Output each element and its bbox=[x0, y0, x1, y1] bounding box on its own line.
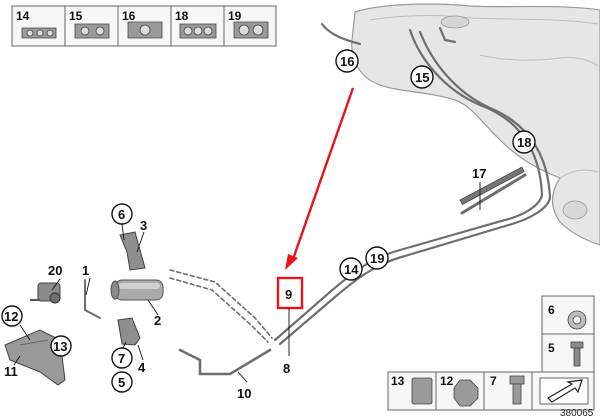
right-strip-label-6: 6 bbox=[548, 303, 555, 317]
top-strip-label-16: 16 bbox=[122, 9, 136, 23]
bracket-11 bbox=[4, 329, 66, 386]
fuel-filter-icon bbox=[110, 279, 164, 301]
callout-8: 8 bbox=[283, 361, 290, 376]
callout-14: 14 bbox=[344, 262, 359, 277]
callout-3: 3 bbox=[140, 218, 147, 233]
bottom-strip-label-7: 7 bbox=[490, 374, 497, 388]
bottom-strip-label-13: 13 bbox=[391, 374, 405, 388]
callout-2: 2 bbox=[154, 313, 161, 328]
callout-9: 9 bbox=[285, 287, 292, 302]
callout-13: 13 bbox=[53, 339, 67, 354]
top-strip-label-18: 18 bbox=[175, 9, 189, 23]
callout-1: 1 bbox=[82, 263, 89, 278]
callout-5: 5 bbox=[118, 375, 125, 390]
callout-12: 12 bbox=[4, 309, 18, 324]
highlight-box bbox=[276, 276, 304, 310]
callout-17: 17 bbox=[472, 166, 486, 181]
callout-6: 6 bbox=[118, 207, 125, 222]
bracket-icon bbox=[117, 231, 146, 346]
highlight-arrow bbox=[285, 87, 355, 270]
right-strip-label-5: 5 bbox=[548, 341, 555, 355]
circled-callouts bbox=[1, 49, 536, 393]
callout-15: 15 bbox=[415, 70, 429, 85]
top-parts-strip: 14 15 16 18 19 bbox=[11, 5, 277, 47]
top-strip-label-14: 14 bbox=[16, 9, 30, 23]
callout-20: 20 bbox=[48, 263, 62, 278]
leader-lines bbox=[13, 182, 481, 383]
diagram-id: 380065 bbox=[560, 408, 594, 419]
callout-16: 16 bbox=[340, 54, 354, 69]
right-parts-strip: 6 5 bbox=[541, 295, 595, 373]
arrow-icon bbox=[539, 377, 589, 405]
pump-icon bbox=[30, 282, 61, 304]
protective-tube bbox=[459, 166, 525, 205]
bottom-parts-strip: 13 12 7 bbox=[387, 371, 595, 411]
callout-4: 4 bbox=[138, 360, 146, 375]
top-strip-label-15: 15 bbox=[69, 9, 83, 23]
bottom-strip-label-12: 12 bbox=[440, 374, 454, 388]
callout-7: 7 bbox=[118, 351, 125, 366]
callout-10: 10 bbox=[237, 386, 251, 401]
fuel-tank-icon bbox=[351, 3, 600, 246]
top-strip-label-19: 19 bbox=[228, 9, 242, 23]
callout-11: 11 bbox=[4, 364, 18, 379]
callout-18: 18 bbox=[517, 135, 531, 150]
callout-19: 19 bbox=[370, 251, 384, 266]
